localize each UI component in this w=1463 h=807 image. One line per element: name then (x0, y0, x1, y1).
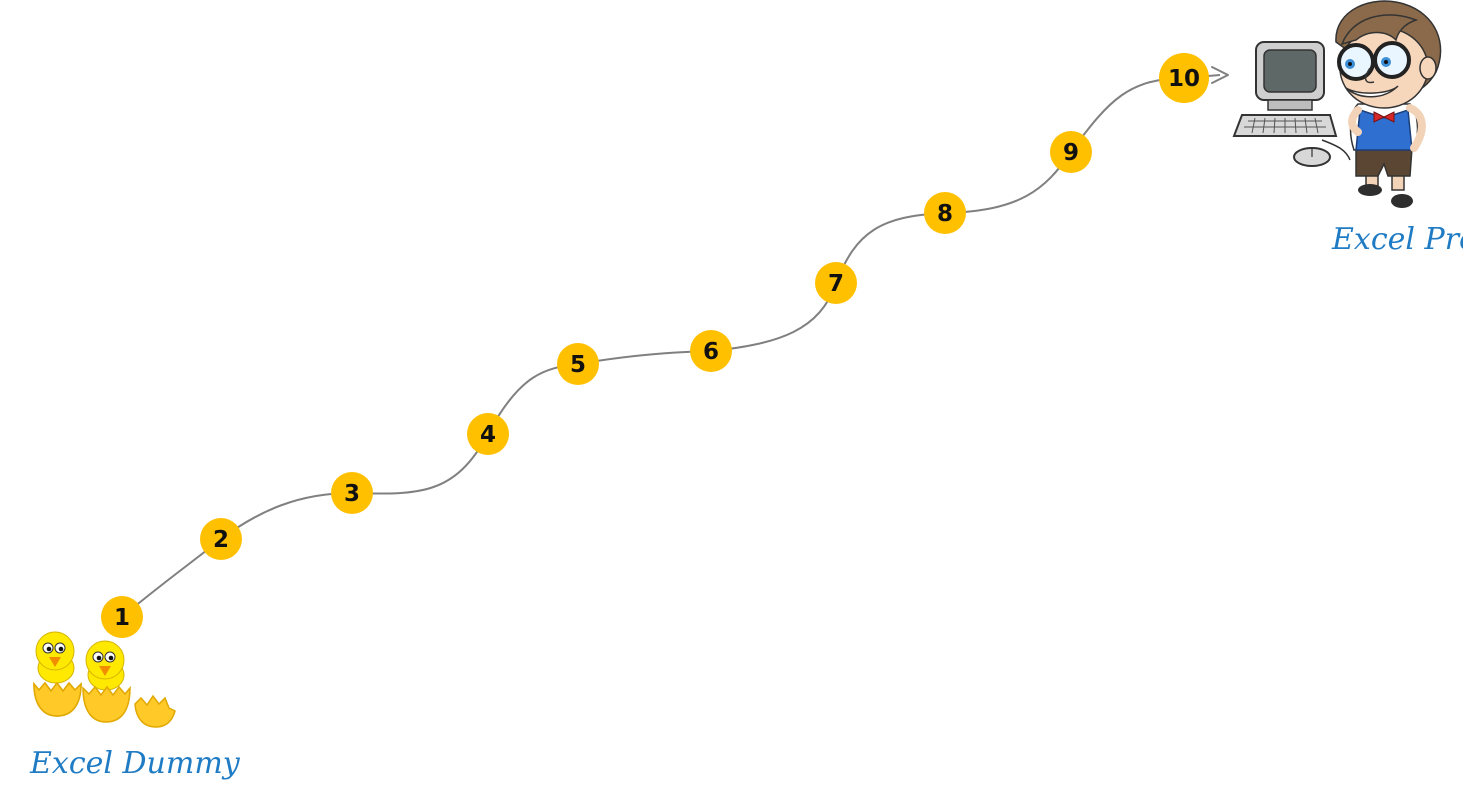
step-markers: 1 2 3 4 5 6 7 8 9 10 (101, 53, 1209, 638)
step-marker: 8 (924, 192, 966, 234)
start-caption: Excel Dummy (29, 746, 241, 781)
step-marker: 9 (1050, 131, 1092, 173)
computer-nerd-icon (1232, 0, 1442, 208)
step-circle (924, 192, 966, 234)
step-number: 7 (828, 271, 844, 297)
step-circle (200, 518, 242, 560)
step-number: 4 (480, 422, 496, 448)
step-number: 8 (937, 201, 953, 227)
step-marker: 10 (1159, 53, 1209, 103)
step-number: 10 (1168, 66, 1200, 92)
step-marker: 1 (101, 596, 143, 638)
step-circle (101, 596, 143, 638)
arrow-head-icon (1211, 66, 1229, 84)
end-caption: Excel Pro (1331, 222, 1463, 257)
step-circle (815, 262, 857, 304)
step-number: 6 (703, 339, 719, 365)
step-marker: 5 (557, 343, 599, 385)
step-number: 1 (114, 605, 130, 631)
step-marker: 7 (815, 262, 857, 304)
step-circle (1159, 53, 1209, 103)
step-marker: 4 (467, 413, 509, 455)
hatching-chicks-icon (33, 631, 176, 728)
journey-path (121, 74, 1221, 618)
step-circle (1050, 131, 1092, 173)
step-number: 3 (344, 481, 360, 507)
step-marker: 2 (200, 518, 242, 560)
step-marker: 3 (331, 472, 373, 514)
step-circle (331, 472, 373, 514)
step-marker: 6 (690, 330, 732, 372)
step-number: 5 (570, 352, 586, 378)
step-circle (467, 413, 509, 455)
step-number: 9 (1063, 140, 1079, 166)
step-circle (690, 330, 732, 372)
step-circle (557, 343, 599, 385)
step-number: 2 (213, 527, 229, 553)
